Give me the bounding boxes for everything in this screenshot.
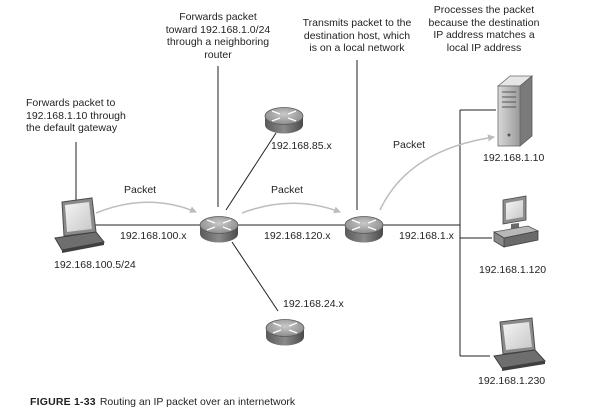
annotation-router2-line3: is on a local network xyxy=(309,42,405,54)
annotation-laptop-line1: Forwards packet to xyxy=(26,97,116,109)
host-label-laptop: 192.168.100.5/24 xyxy=(54,259,136,271)
host-label-server: 192.168.1.10 xyxy=(483,152,545,164)
network-label-100: 192.168.100.x xyxy=(120,230,187,242)
figure-number: FIGURE 1-33 xyxy=(30,396,96,408)
annotation-server-line1: Processes the packet xyxy=(433,4,535,16)
packet-arrow-1 xyxy=(95,201,197,214)
annotation-router1: Forwards packet toward 192.168.1.0/24 th… xyxy=(152,11,284,61)
link-router1-router85 xyxy=(225,132,277,211)
router-icon-1 xyxy=(199,216,239,243)
annotation-laptop-line3: the default gateway xyxy=(26,122,118,134)
annotation-router2: Transmits packet to the destination host… xyxy=(293,17,421,55)
annotation-router1-line2: toward 192.168.1.0/24 xyxy=(165,23,271,36)
figure-caption-text: Routing an IP packet over an internetwor… xyxy=(99,396,296,408)
router-icon-24 xyxy=(265,319,305,346)
annotation-router1-line3: through a neighboring xyxy=(166,36,270,48)
packet-arrow-2 xyxy=(241,202,341,214)
annotation-laptop-line2: 192.168.1.10 through xyxy=(26,109,126,122)
link-router1-router24 xyxy=(231,241,279,312)
server-icon xyxy=(496,75,534,147)
annotation-server-line2: because the destination xyxy=(428,16,540,29)
host-label-laptop2: 192.168.1.230 xyxy=(478,375,546,387)
network-label-85: 192.168.85.x xyxy=(271,140,332,152)
desktop-icon xyxy=(492,195,540,248)
annotation-laptop: Forwards packet to 192.168.1.10 through … xyxy=(26,97,156,135)
annotation-server: Processes the packet because the destina… xyxy=(420,4,548,54)
packet-label-2: Packet xyxy=(271,184,304,196)
annotation-server-line3: IP address matches a xyxy=(433,29,535,41)
router-icon-2 xyxy=(344,216,384,243)
annotation-router1-line4: router xyxy=(204,48,232,61)
host-label-desktop: 192.168.1.120 xyxy=(479,264,547,276)
router-icon-85 xyxy=(264,107,304,134)
laptop-icon xyxy=(54,197,105,253)
packet-label-3: Packet xyxy=(393,139,426,151)
annotation-server-line4: local IP address xyxy=(446,41,522,54)
laptop-icon-2 xyxy=(493,317,546,371)
annotation-router2-line2: destination host, which xyxy=(303,29,411,42)
annotation-router1-line1: Forwards packet xyxy=(179,11,257,23)
annotation-router2-line1: Transmits packet to the xyxy=(302,17,412,29)
packet-label-1: Packet xyxy=(124,184,157,196)
packet-arrow-3 xyxy=(379,134,495,211)
network-label-120: 192.168.120.x xyxy=(264,230,331,242)
network-label-1: 192.168.1.x xyxy=(399,230,454,242)
network-label-24: 192.168.24.x xyxy=(283,298,344,310)
